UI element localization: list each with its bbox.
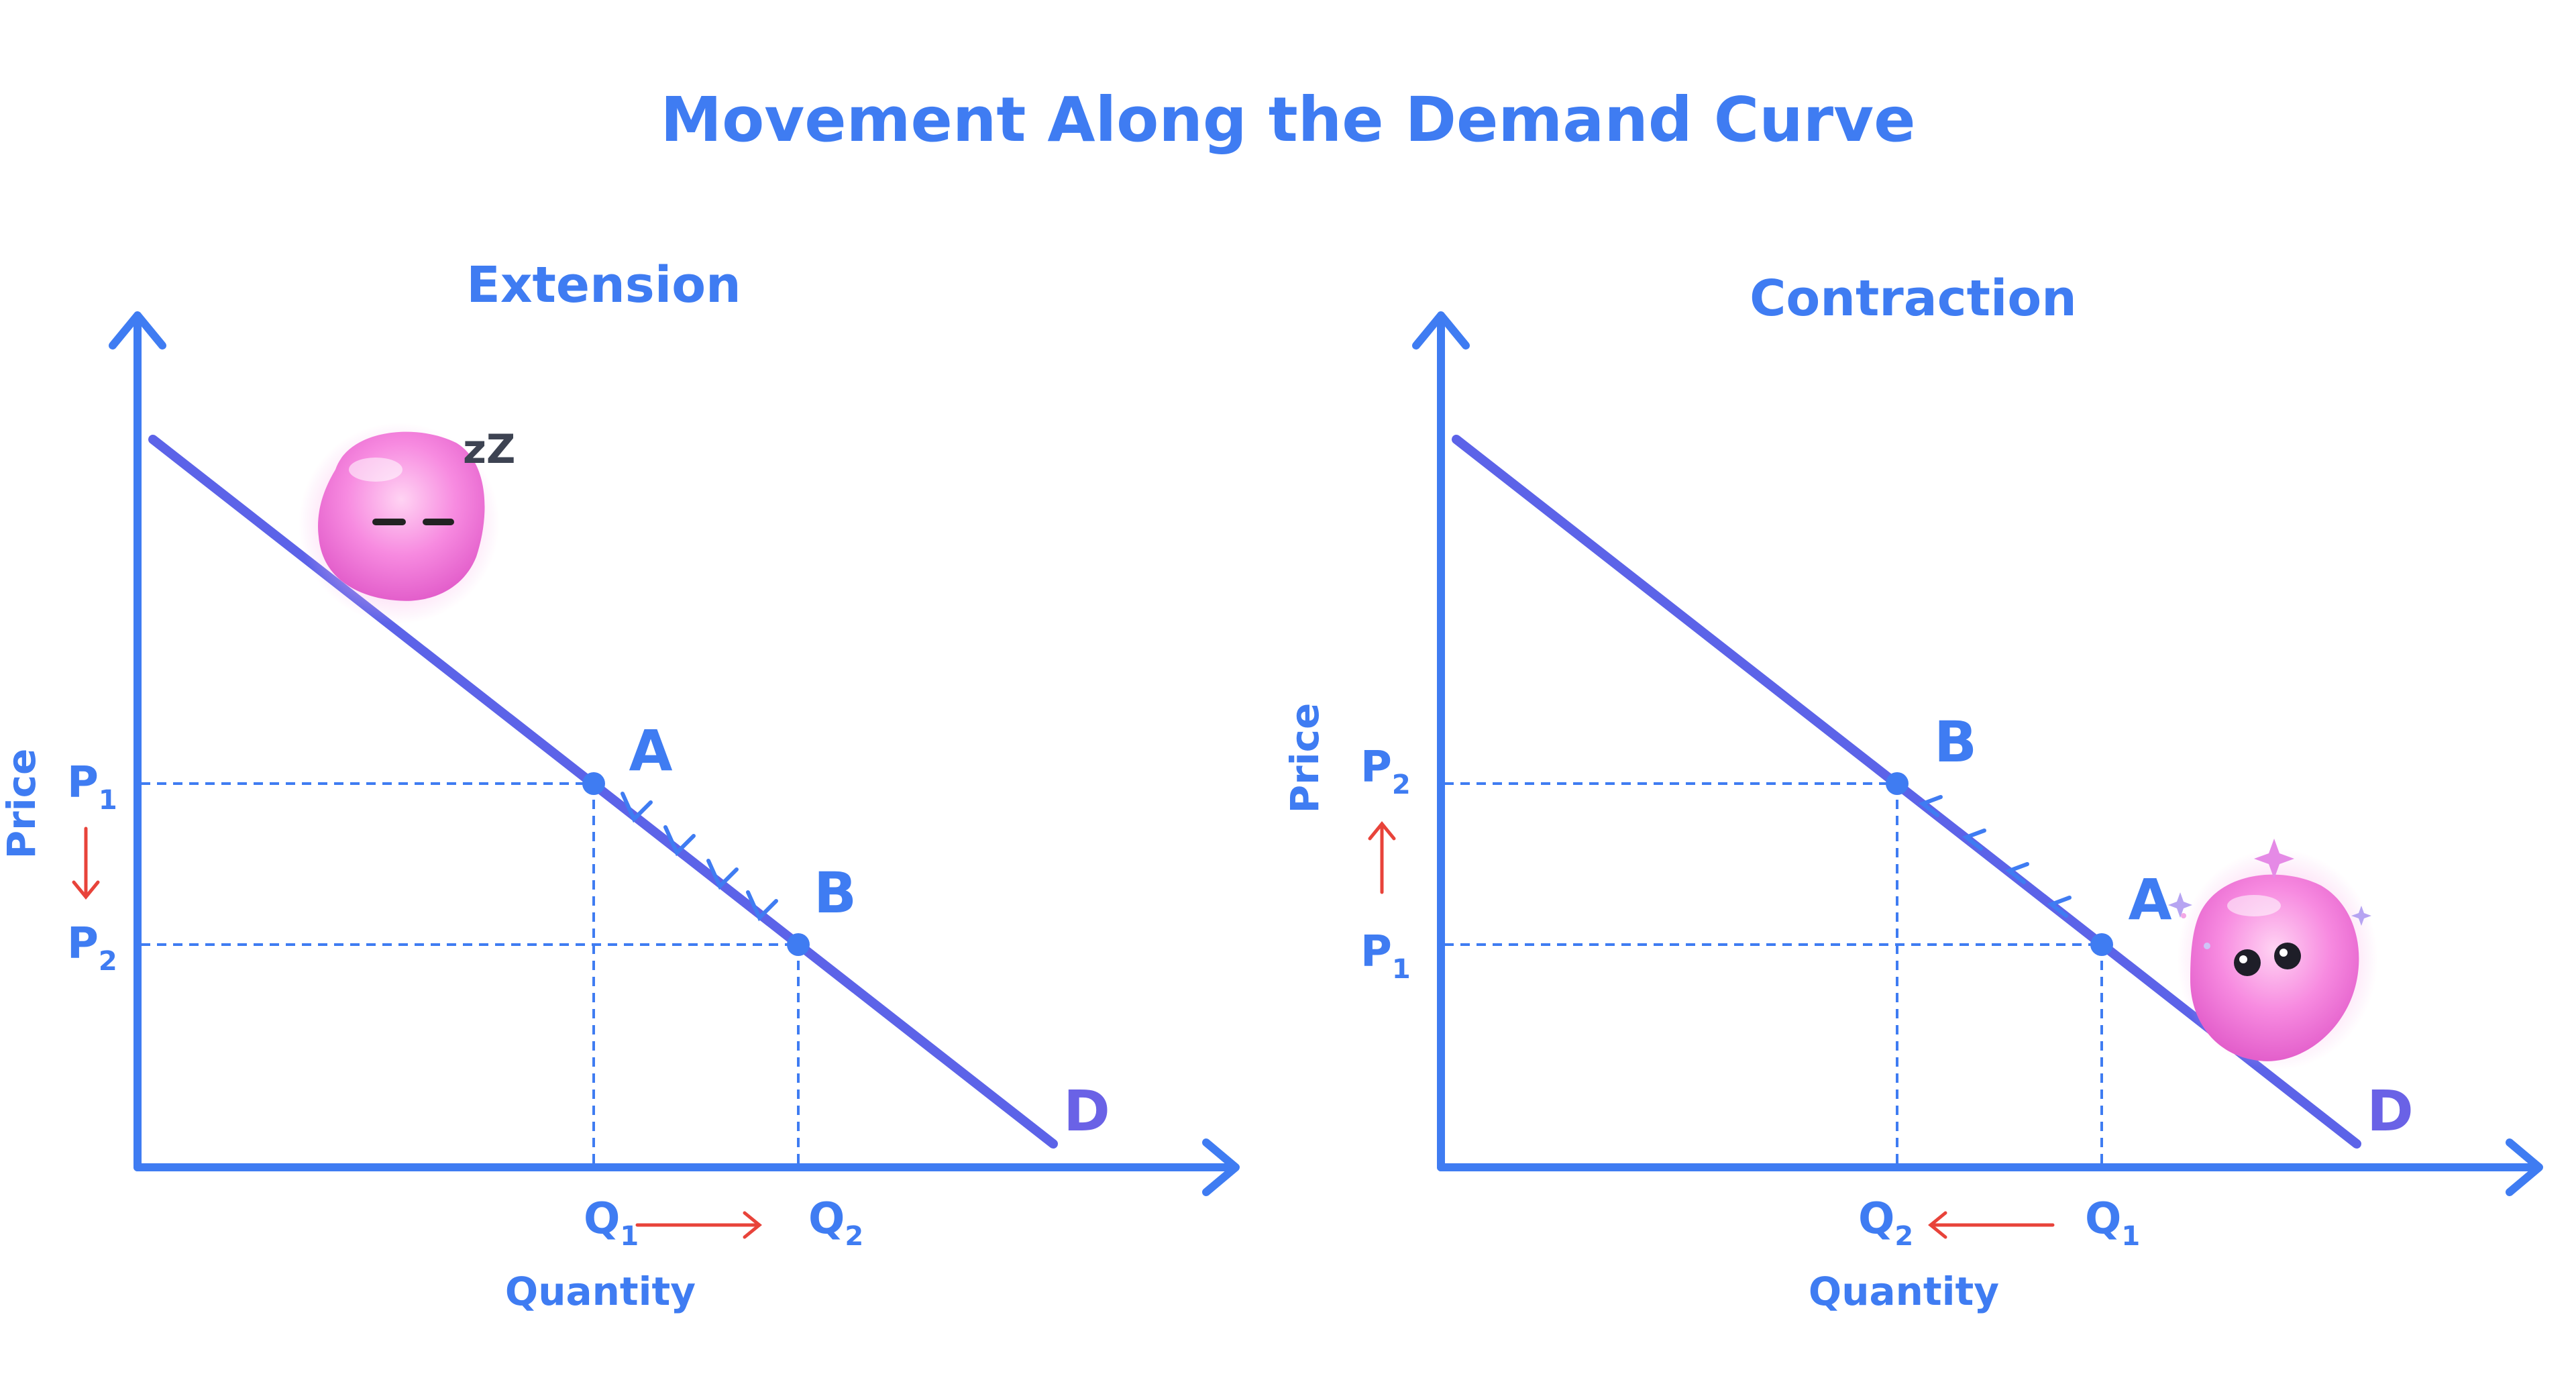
movement-arrows [1918, 795, 2072, 918]
point-upper-label: B [1934, 709, 1977, 775]
curve-label: D [2367, 1078, 2414, 1144]
y-axis-arrowhead [109, 311, 166, 350]
panel-title: Contraction [1750, 270, 2077, 327]
main-title: Movement Along the Demand Curve [661, 84, 1916, 156]
qty-arrow-right [635, 1211, 762, 1239]
point-lower [787, 933, 810, 956]
y-axis-title: Price [0, 749, 44, 859]
point-upper [1886, 772, 1909, 795]
price-upper-label: P1 [67, 758, 117, 816]
point-lower [2090, 933, 2113, 956]
x-axis-arrowhead [1202, 1138, 1240, 1196]
qty-arrow-left [1928, 1211, 2055, 1239]
qty-right-label: Q2 [808, 1194, 863, 1252]
point-upper [582, 772, 605, 795]
price-arrow-down [72, 827, 100, 900]
point-upper-label: A [629, 718, 672, 784]
price-arrow-up [1368, 821, 1396, 894]
zz-icon: zZ [463, 426, 515, 473]
point-lower-label: B [814, 860, 857, 926]
excited-blob-mascot [2168, 839, 2378, 1070]
price-upper-label: P2 [1360, 743, 1411, 800]
x-axis-arrowhead [2506, 1138, 2543, 1196]
qty-right-label: Q1 [2085, 1194, 2140, 1252]
guide-lines [141, 782, 800, 1164]
sparkle-icon [2168, 892, 2192, 918]
guide-lines [1444, 782, 2103, 1164]
y-axis-arrowhead [1412, 311, 1470, 350]
x-axis-title: Quantity [1809, 1269, 1999, 1314]
demand-curve [148, 435, 1058, 1149]
axes [109, 311, 1240, 1196]
movement-arrows [621, 792, 778, 922]
eye-left-icon [2234, 949, 2261, 976]
panel-extension: Extension A B D [0, 256, 1240, 1314]
sparkle-icon [2254, 839, 2294, 879]
axes [1412, 311, 2543, 1196]
panel-contraction: Contraction B A D P2 [1282, 270, 2543, 1314]
qty-left-label: Q1 [584, 1194, 639, 1252]
qty-left-label: Q2 [1858, 1194, 1913, 1252]
price-lower-label: P2 [67, 919, 117, 977]
panel-title: Extension [466, 256, 741, 314]
sleeping-blob-mascot: zZ [299, 423, 515, 624]
curve-label: D [1063, 1078, 1110, 1144]
point-lower-label: A [2128, 867, 2171, 933]
x-axis-title: Quantity [505, 1269, 696, 1314]
y-axis-title: Price [1282, 703, 1328, 814]
eye-right-icon [2274, 943, 2301, 969]
price-lower-label: P1 [1360, 927, 1411, 985]
sparkle-icon [2351, 906, 2371, 926]
